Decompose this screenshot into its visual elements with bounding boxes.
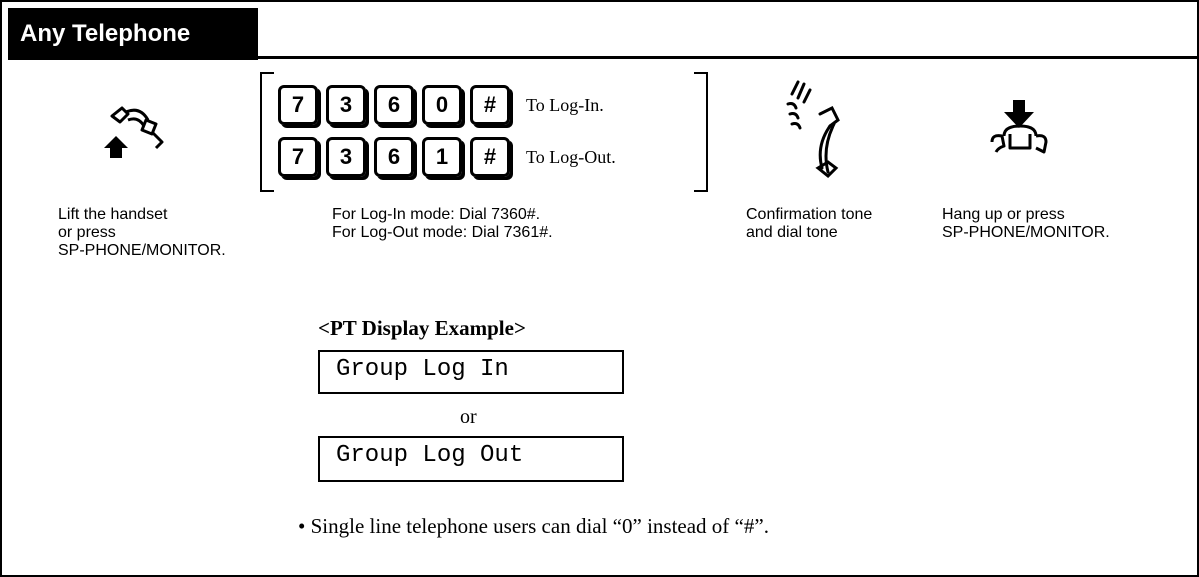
key-7: 7 (278, 137, 318, 177)
keypad-bracket-left (260, 72, 274, 192)
key-6: 6 (374, 137, 414, 177)
handset-hang-up-icon (982, 96, 1062, 166)
step-4-caption-line: SP-PHONE/MONITOR. (942, 224, 1110, 241)
logout-key-sequence: 7 3 6 1 # To Log-Out. (278, 134, 616, 180)
keypad-bracket-right (694, 72, 708, 192)
key-0: 0 (422, 85, 462, 125)
key-hash: # (470, 137, 510, 177)
step-4-caption: Hang up or press SP-PHONE/MONITOR. (942, 206, 1110, 242)
step-3-caption-line: and dial tone (746, 224, 838, 241)
step-2-caption-line: For Log-Out mode: Dial 7361#. (332, 224, 553, 241)
display-separator: or (460, 406, 477, 428)
key-3: 3 (326, 85, 366, 125)
note-text: • Single line telephone users can dial “… (298, 514, 769, 538)
section-title-rule (8, 56, 1199, 59)
key-6: 6 (374, 85, 414, 125)
key-7: 7 (278, 85, 318, 125)
key-1: 1 (422, 137, 462, 177)
key-3: 3 (326, 137, 366, 177)
lcd-display-logout: Group Log Out (318, 436, 624, 482)
key-hash: # (470, 85, 510, 125)
step-1-caption: Lift the handset or press SP-PHONE/MONIT… (58, 206, 226, 260)
lcd-display-login: Group Log In (318, 350, 624, 394)
step-2-caption-line: For Log-In mode: Dial 7360#. (332, 206, 541, 223)
step-1-caption-line: SP-PHONE/MONITOR. (58, 242, 226, 259)
handset-lift-icon (92, 96, 182, 166)
logout-key-label: To Log-Out. (526, 146, 616, 167)
step-3-caption: Confirmation tone and dial tone (746, 206, 872, 242)
step-2-caption: For Log-In mode: Dial 7360#. For Log-Out… (332, 206, 553, 242)
section-title: Any Telephone (8, 8, 258, 60)
display-example-title: <PT Display Example> (318, 316, 526, 340)
ringing-handset-icon (776, 76, 856, 186)
login-key-label: To Log-In. (526, 94, 604, 115)
step-1-caption-line: or press (58, 224, 116, 241)
step-1-caption-line: Lift the handset (58, 206, 168, 223)
login-key-sequence: 7 3 6 0 # To Log-In. (278, 82, 604, 128)
step-4-caption-line: Hang up or press (942, 206, 1065, 223)
step-3-caption-line: Confirmation tone (746, 206, 873, 223)
